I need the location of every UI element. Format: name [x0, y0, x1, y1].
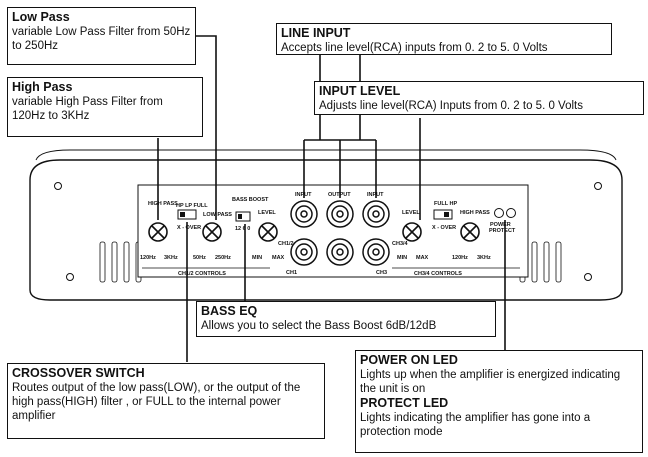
panel-ch12-controls-label: CH1/2 CONTROLS: [178, 271, 226, 277]
panel-xover-label: X - OVER: [177, 225, 201, 231]
crossover-switch-left[interactable]: [177, 209, 197, 220]
mounting-hole: [54, 182, 62, 190]
panel-bass-boost-label: BASS BOOST: [232, 197, 269, 203]
panel-250hz-label: 250Hz: [215, 255, 231, 261]
high-pass-knob[interactable]: [148, 222, 168, 242]
protect-led-body: Lights indicating the amplifier has gone…: [360, 412, 591, 438]
panel-high-pass-right-label: HIGH PASS: [460, 210, 490, 216]
panel-boost-values: 12 6 0: [235, 226, 250, 232]
bass-eq-title: BASS EQ: [201, 304, 258, 318]
panel-ch34-controls-label: CH3/4 CONTROLS: [414, 271, 462, 277]
panel-ch12-label: CH1/2: [278, 241, 294, 247]
panel-level-right-label: LEVEL: [402, 210, 420, 216]
panel-50hz-label: 50Hz: [193, 255, 206, 261]
protect-led-title: PROTECT LED: [360, 396, 449, 410]
high-pass-callout: High Pass variable High Pass Filter from…: [7, 77, 203, 137]
rca-input-jack-left-top[interactable]: [290, 200, 318, 228]
low-pass-body: variable Low Pass Filter from 50Hz to 25…: [12, 26, 191, 52]
panel-power-label: POWER: [490, 222, 511, 228]
high-pass-knob-right[interactable]: [460, 222, 480, 242]
level-knob-right[interactable]: [402, 222, 422, 242]
bass-eq-callout: BASS EQ Allows you to select the Bass Bo…: [196, 301, 496, 337]
rca-input-jack-right-bottom[interactable]: [362, 238, 390, 266]
panel-min-label: MIN: [252, 255, 262, 261]
power-led-body: Lights up when the amplifier is energize…: [360, 369, 621, 395]
panel-protect-label: PROTECT: [489, 228, 516, 234]
input-level-callout: INPUT LEVEL Adjusts line level(RCA) Inpu…: [314, 81, 644, 115]
panel-max-right-label: MAX: [416, 255, 429, 261]
line-input-callout: LINE INPUT Accepts line level(RCA) input…: [276, 23, 612, 55]
low-pass-callout: Low Pass variable Low Pass Filter from 5…: [7, 7, 196, 65]
panel-xover-right-label: X - OVER: [432, 225, 456, 231]
panel-3khz-right-label: 3KHz: [477, 255, 491, 261]
panel-high-pass-label: HIGH PASS: [148, 201, 178, 207]
low-pass-title: Low Pass: [12, 10, 70, 24]
bass-boost-switch[interactable]: [235, 211, 251, 222]
high-pass-title: High Pass: [12, 80, 73, 94]
amplifier-top-edge: [35, 149, 617, 161]
panel-full-hp-label: FULL HP: [434, 201, 457, 207]
power-led-callout: POWER ON LED Lights up when the amplifie…: [355, 350, 643, 453]
high-pass-body: variable High Pass Filter from 120Hz to …: [12, 96, 163, 122]
line-input-title: LINE INPUT: [281, 26, 351, 40]
panel-ch3-label: CH3: [376, 270, 387, 276]
panel-120hz-label: 120Hz: [140, 255, 156, 261]
panel-low-pass-label: LOW PASS: [203, 212, 232, 218]
input-level-body: Adjusts line level(RCA) Inputs from 0. 2…: [319, 100, 583, 112]
panel-3khz-label: 3KHz: [164, 255, 178, 261]
panel-ch1-label: CH1: [286, 270, 297, 276]
rca-input-jack-right-top[interactable]: [362, 200, 390, 228]
line-input-body: Accepts line level(RCA) inputs from 0. 2…: [281, 42, 548, 54]
input-level-title: INPUT LEVEL: [319, 84, 401, 98]
protect-led: [506, 208, 516, 218]
crossover-callout: CROSSOVER SWITCH Routes output of the lo…: [7, 363, 325, 439]
panel-120hz-right-label: 120Hz: [452, 255, 468, 261]
panel-min-right-label: MIN: [397, 255, 407, 261]
crossover-switch-right[interactable]: [433, 209, 453, 220]
amplifier-body: [29, 159, 623, 301]
mounting-hole: [594, 182, 602, 190]
panel-level-label: LEVEL: [258, 210, 276, 216]
rca-input-jack-left-bottom[interactable]: [290, 238, 318, 266]
rca-output-jack-bottom[interactable]: [326, 238, 354, 266]
crossover-title: CROSSOVER SWITCH: [12, 366, 145, 380]
low-pass-knob[interactable]: [202, 222, 222, 242]
power-led: [494, 208, 504, 218]
level-knob-left[interactable]: [258, 222, 278, 242]
leader-lines: [157, 35, 506, 362]
mounting-hole: [584, 273, 592, 281]
panel-max-label: MAX: [272, 255, 285, 261]
panel-ch34-label: CH3/4: [392, 241, 409, 247]
mounting-hole: [66, 273, 74, 281]
panel-switch-label: HP LP FULL: [176, 203, 208, 209]
rca-output-jack-top[interactable]: [326, 200, 354, 228]
bass-eq-body: Allows you to select the Bass Boost 6dB/…: [201, 320, 437, 332]
power-led-title: POWER ON LED: [360, 353, 458, 367]
crossover-body: Routes output of the low pass(LOW), or t…: [12, 382, 301, 422]
